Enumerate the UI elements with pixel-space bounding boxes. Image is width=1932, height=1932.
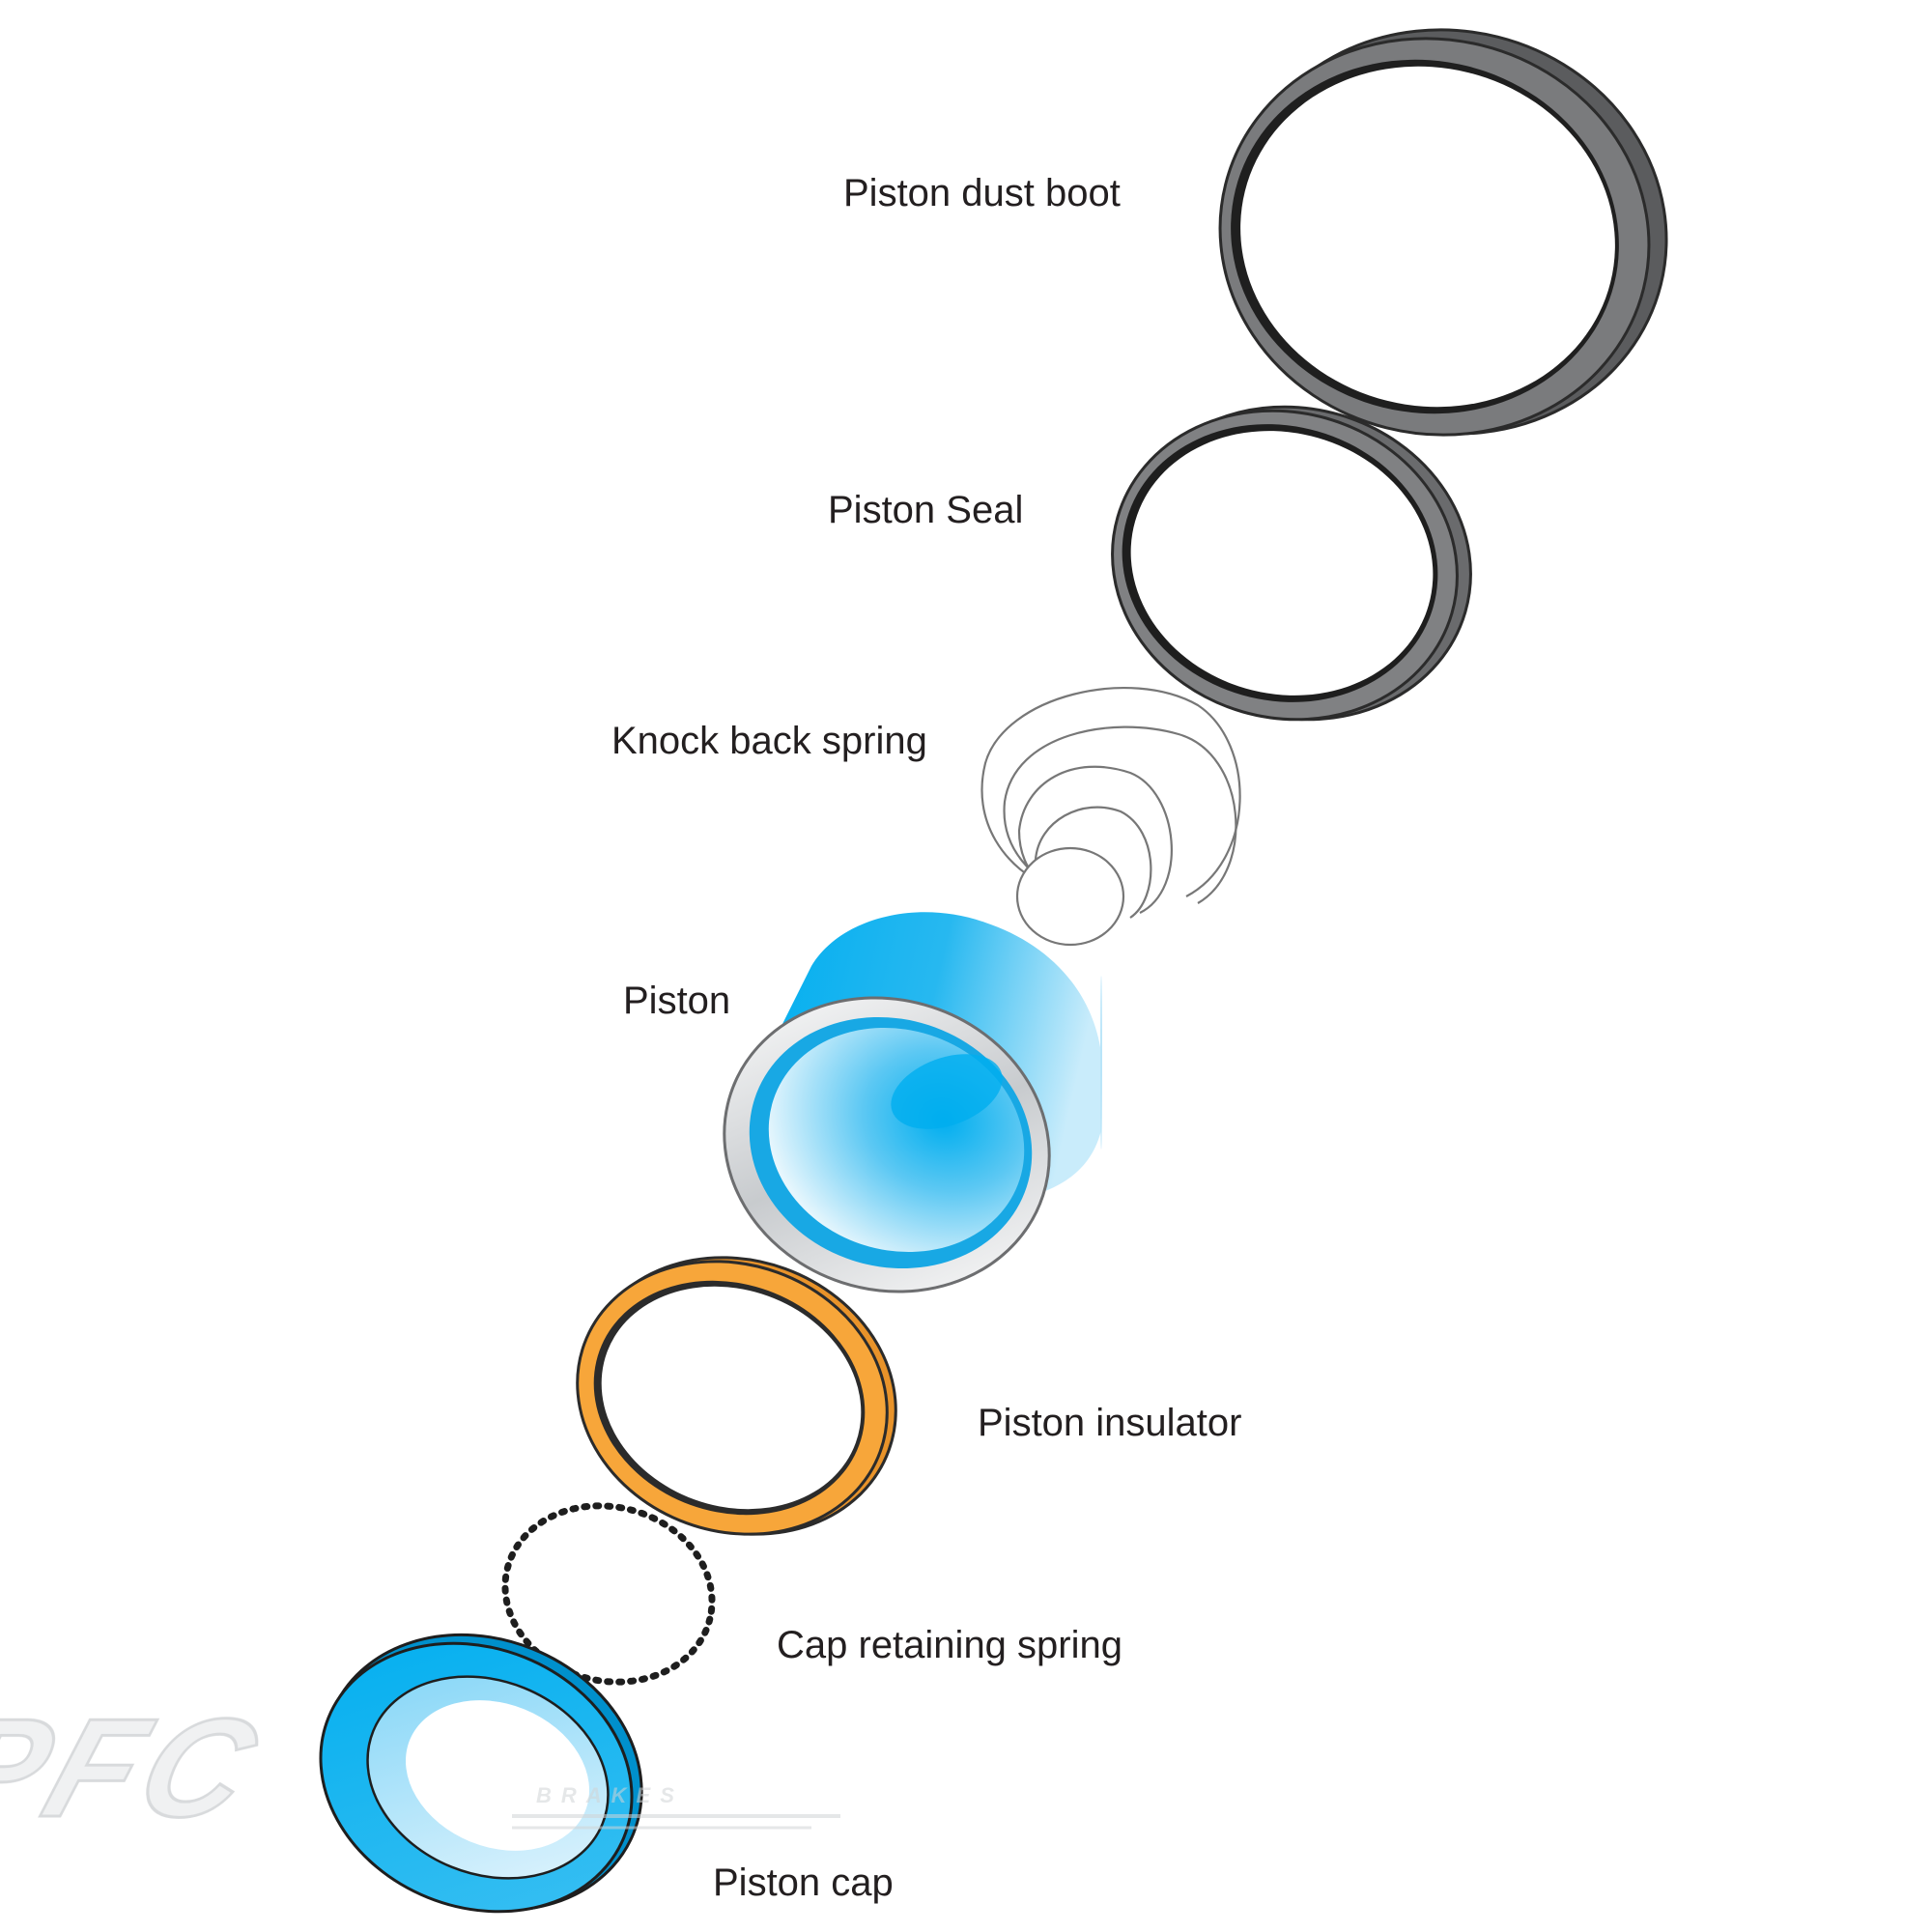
piston-seal-shape xyxy=(1111,405,1472,722)
logo-text: PFC xyxy=(0,1689,281,1846)
knock-back-spring-shape xyxy=(980,687,1241,947)
piston-insulator-shape xyxy=(576,1256,897,1536)
label-piston-seal: Piston Seal xyxy=(828,489,1024,531)
piston-shape xyxy=(723,912,1102,1293)
piston-cap-shape xyxy=(319,1633,643,1914)
label-piston: Piston xyxy=(623,980,731,1022)
logo-subtext: BRAKES xyxy=(536,1783,684,1807)
label-piston-cap: Piston cap xyxy=(713,1861,894,1904)
dust-boot-shape xyxy=(1218,28,1668,437)
label-dust-boot: Piston dust boot xyxy=(843,172,1121,214)
cap-retaining-spring-shape xyxy=(501,1502,716,1686)
pfc-brakes-logo: PFC BRAKES xyxy=(0,1688,840,1848)
label-knock-back-spring: Knock back spring xyxy=(611,720,927,762)
label-cap-retaining-spring: Cap retaining spring xyxy=(777,1624,1122,1666)
label-piston-insulator: Piston insulator xyxy=(978,1402,1242,1444)
